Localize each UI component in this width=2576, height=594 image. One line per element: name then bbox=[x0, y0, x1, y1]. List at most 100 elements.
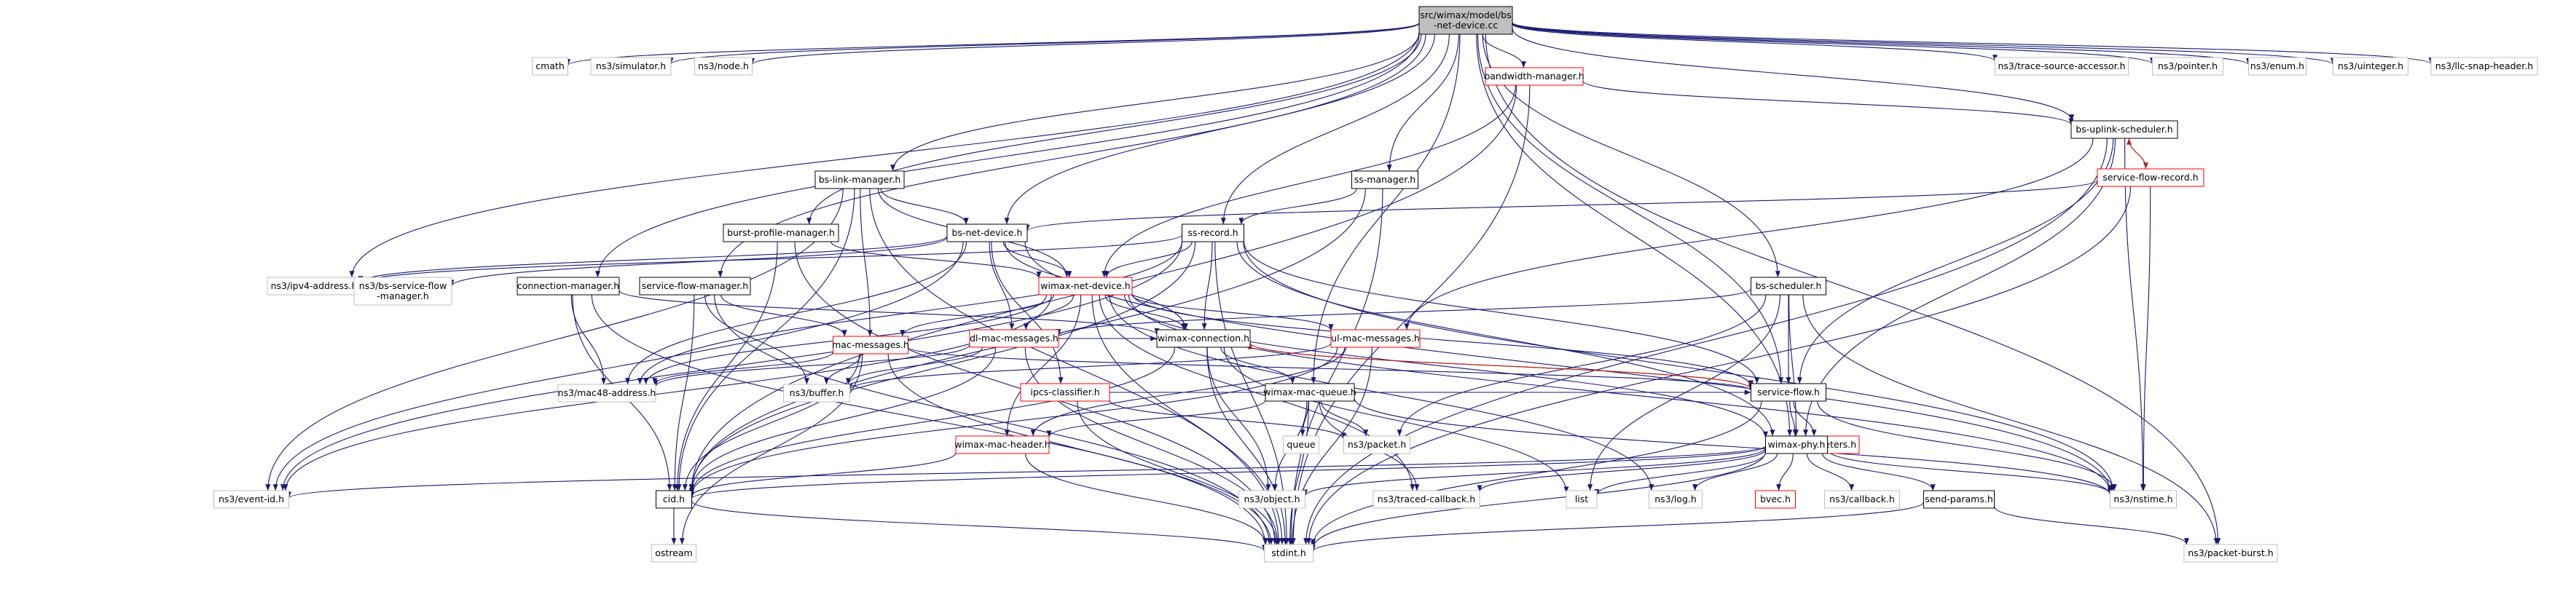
edge-ulmsg-to-wmh bbox=[1030, 346, 1346, 437]
node-cid[interactable]: cid.h bbox=[656, 490, 692, 509]
edge-bssched-to-pburst bbox=[1802, 294, 2219, 545]
edge-wphy-to-list bbox=[1594, 452, 1767, 496]
node-stdint: stdint.h bbox=[1264, 544, 1313, 563]
edge-ssrec-to-sf bbox=[1243, 241, 1760, 384]
node-packet: ns3/packet.h bbox=[1343, 435, 1410, 454]
node-label: queue bbox=[1287, 439, 1315, 450]
node-ipv4: ns3/ipv4-address.h bbox=[267, 277, 361, 296]
node-simulator: ns3/simulator.h bbox=[590, 57, 672, 76]
node-bvec[interactable]: bvec.h bbox=[1755, 490, 1796, 509]
node-label: service-flow-record.h bbox=[2102, 172, 2198, 183]
node-bwmgr[interactable]: bandwidth-manager.h bbox=[1484, 67, 1585, 86]
node-enum: ns3/enum.h bbox=[2248, 57, 2306, 76]
node-ssmgr[interactable]: ss-manager.h bbox=[1351, 170, 1418, 189]
node-label: service-flow-manager.h bbox=[642, 280, 748, 291]
node-label: mac-messages.h bbox=[832, 339, 909, 350]
node-wmq[interactable]: wimax-mac-queue.h bbox=[1263, 383, 1356, 402]
edge-ssrec-to-wnd bbox=[1104, 241, 1193, 278]
node-root[interactable]: src/wimax/model/bs-net-device.cc bbox=[1418, 6, 1513, 35]
edge-dlmsg-to-cid bbox=[689, 346, 997, 491]
edge-macmsg-to-sf bbox=[907, 346, 1754, 391]
node-connmgr[interactable]: connection-manager.h bbox=[517, 277, 620, 296]
edge-wmq-to-stdint bbox=[1287, 400, 1309, 545]
node-tcb: ns3/traced-callback.h bbox=[1373, 490, 1480, 509]
node-sf[interactable]: service-flow.h bbox=[1751, 383, 1826, 402]
edge-wphy-to-tcb bbox=[1477, 449, 1767, 492]
edge-root-to-wphy bbox=[1476, 33, 1793, 437]
edge-cid-to-stdint bbox=[691, 500, 1267, 552]
edge-ssrec-to-mac48 bbox=[637, 241, 1183, 385]
edge-root-to-llc bbox=[1512, 22, 2434, 65]
node-label: wimax-mac-queue.h bbox=[1263, 387, 1356, 397]
edge-bpm-to-wnd bbox=[830, 241, 1042, 279]
node-box bbox=[1020, 383, 1110, 402]
node-cmath: cmath bbox=[532, 57, 568, 76]
node-wconn[interactable]: wimax-connection.h bbox=[1156, 329, 1251, 348]
node-wphy[interactable]: wimax-phy.h bbox=[1765, 435, 1828, 454]
edge-root-to-uinteger bbox=[1512, 22, 2336, 65]
node-ssrec[interactable]: ss-record.h bbox=[1182, 223, 1244, 242]
edge-ssrec-to-cid bbox=[688, 241, 1196, 491]
edge-sfr-to-bsups bbox=[2126, 138, 2147, 170]
node-label: -manager.h bbox=[377, 290, 428, 301]
edge-wphy-to-stdint bbox=[1311, 451, 1767, 548]
node-sfr[interactable]: service-flow-record.h bbox=[2097, 168, 2204, 187]
node-label: wimax-net-device.h bbox=[1040, 280, 1130, 291]
node-callback: ns3/callback.h bbox=[1824, 490, 1900, 509]
edge-wconn-to-stdint bbox=[1206, 346, 1288, 545]
node-queue: queue bbox=[1283, 435, 1319, 454]
edge-ulmsg-to-buffer bbox=[847, 342, 1332, 391]
node-label: ns3/uinteger.h bbox=[2338, 60, 2403, 71]
node-bsnd[interactable]: bs-net-device.h bbox=[946, 223, 1028, 242]
node-list: list bbox=[1566, 490, 1598, 509]
node-box bbox=[969, 329, 1059, 348]
node-sfmgr[interactable]: service-flow-manager.h bbox=[639, 277, 751, 296]
edge-bslink-to-eventid bbox=[265, 188, 844, 491]
node-bpm[interactable]: burst-profile-manager.h bbox=[723, 223, 839, 242]
node-label: ns3/ipv4-address.h bbox=[271, 280, 358, 291]
node-ulmsg[interactable]: ul-mac-messages.h bbox=[1330, 329, 1421, 348]
edge-wnd-to-wphy bbox=[1124, 294, 1768, 438]
edge-ssrec-to-ipv4 bbox=[358, 234, 1183, 284]
node-label: burst-profile-manager.h bbox=[727, 227, 835, 238]
edge-bsups-to-nstime bbox=[2124, 138, 2145, 491]
edge-root-to-connmgr bbox=[595, 33, 1420, 278]
edge-wphy-to-cid bbox=[689, 446, 1767, 499]
node-sendp[interactable]: send-params.h bbox=[1923, 490, 1995, 509]
edge-wmq-to-queue bbox=[1300, 400, 1309, 437]
node-nstime: ns3/nstime.h bbox=[2110, 490, 2177, 509]
edge-wmh-to-stdint bbox=[1025, 453, 1268, 545]
node-bssfm: ns3/bs-service-flow-manager.h bbox=[353, 277, 452, 306]
edge-dlmsg-to-mac48 bbox=[653, 344, 970, 387]
node-macmsg[interactable]: mac-messages.h bbox=[832, 336, 909, 355]
node-bsups[interactable]: bs-uplink-scheduler.h bbox=[2070, 120, 2178, 139]
edge-root-to-pointer bbox=[1512, 23, 2155, 65]
node-label: cmath bbox=[535, 60, 565, 71]
edge-root-to-bpm bbox=[806, 33, 1422, 225]
node-label: ns3/llc-snap-header.h bbox=[2435, 60, 2533, 71]
node-box bbox=[1238, 490, 1305, 509]
node-box bbox=[656, 490, 692, 509]
node-wmh[interactable]: wimax-mac-header.h bbox=[954, 435, 1051, 454]
node-wnd[interactable]: wimax-net-device.h bbox=[1038, 277, 1133, 296]
node-box bbox=[1751, 383, 1826, 402]
edge-sf-to-wphy bbox=[1789, 400, 1798, 437]
node-label: bvec.h bbox=[1760, 494, 1791, 504]
edge-root-to-enum bbox=[1512, 23, 2251, 66]
edge-wmh-to-cid bbox=[689, 452, 957, 497]
node-ostream: ostream bbox=[651, 544, 696, 563]
edge-root-to-ssrec bbox=[1220, 33, 1450, 225]
node-eventid: ns3/event-id.h bbox=[213, 490, 289, 509]
edge-wconn-to-object bbox=[1206, 346, 1271, 491]
edge-ssmgr-to-ssrec bbox=[1238, 188, 1357, 225]
node-dlmsg[interactable]: dl-mac-messages.h bbox=[969, 329, 1059, 348]
node-box bbox=[723, 223, 839, 242]
edge-bwmgr-to-stdint bbox=[1290, 84, 1531, 545]
node-bslink[interactable]: bs-link-manager.h bbox=[814, 170, 905, 189]
node-ipcs[interactable]: ipcs-classifier.h bbox=[1020, 383, 1110, 402]
edge-sendp-to-pburst bbox=[1993, 506, 2189, 545]
node-bssched[interactable]: bs-scheduler.h bbox=[1751, 277, 1826, 296]
node-box bbox=[2333, 57, 2408, 76]
edge-bsups-to-stdint bbox=[1303, 138, 2108, 545]
